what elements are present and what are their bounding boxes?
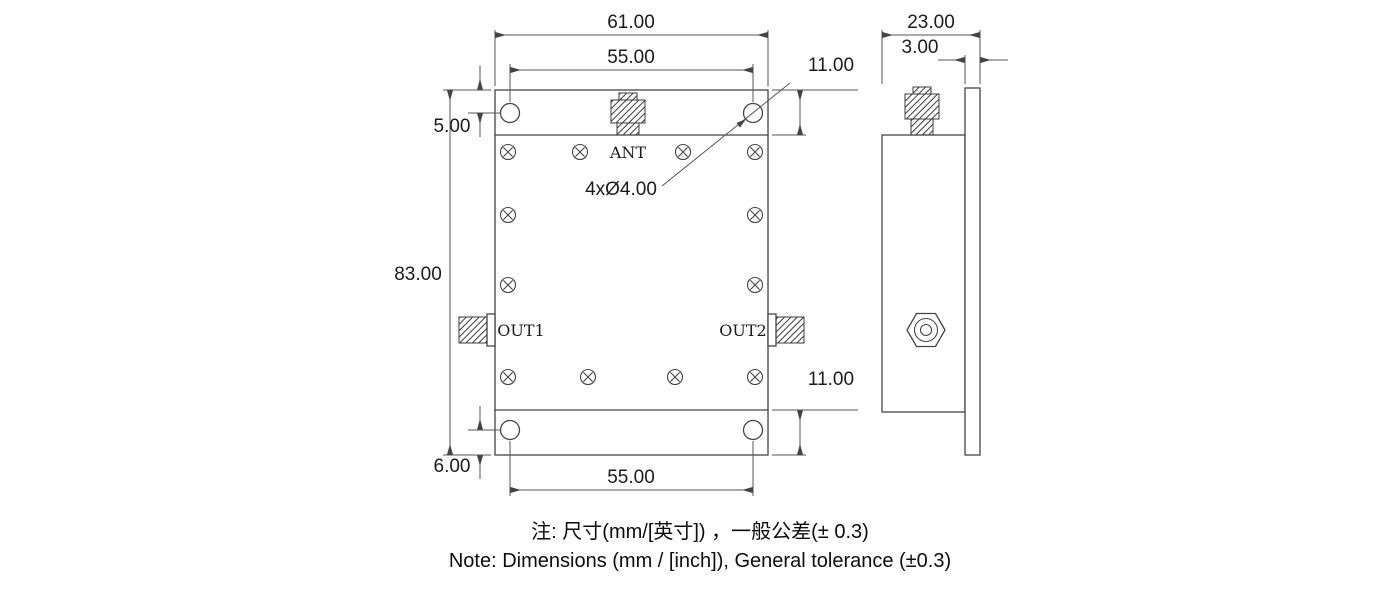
side-flange-plate [964,87,981,456]
dim-top-flange-height: 11.00 [808,55,854,76]
side-body-outline [881,134,966,413]
screw-icon [746,276,764,294]
out1-connector [458,313,496,347]
screw-icon [666,368,684,386]
screw-icon [746,143,764,161]
dim-hole-spacing-top: 55.00 [607,47,655,68]
side-top-connector [904,86,940,136]
dim-overall-depth: 23.00 [907,12,955,33]
screw-icon [499,368,517,386]
dim-hole-spacing-bottom: 55.00 [607,467,655,488]
dim-overall-height: 83.00 [394,264,442,285]
out2-connector [767,313,805,347]
screw-icon [746,206,764,224]
screw-icon [579,368,597,386]
screw-icon [499,143,517,161]
mount-hole-bottom-left [499,419,521,441]
out2-label: OUT2 [719,321,766,340]
dim-hole-offset-top: 5.00 [434,116,471,137]
dim-hole-offset-bottom: 6.00 [434,456,471,477]
screw-icon [674,143,692,161]
side-view [881,86,981,456]
front-view: ANT OUT1 OUT2 [458,89,805,456]
side-output-connector [906,312,946,348]
drawing-svg: ANT OUT1 OUT2 [394,12,1008,496]
screw-icon [746,368,764,386]
dim-bottom-flange-height: 11.00 [808,369,854,390]
front-body-outline [494,89,769,456]
out1-label: OUT1 [497,321,544,340]
dim-overall-width: 61.00 [607,12,655,33]
ant-connector [610,92,646,136]
dim-flange-thickness: 3.00 [902,37,939,58]
note-english: Note: Dimensions (mm / [inch]), General … [448,550,952,572]
screw-icon [499,206,517,224]
ant-label: ANT [609,143,647,162]
mount-hole-top-left [499,102,521,124]
note-chinese: 注: 尺寸(mm/[英寸]) ，一般公差(± 0.3) [531,521,869,543]
screw-icon [499,276,517,294]
dim-hole-callout: 4xØ4.00 [585,179,657,200]
screw-icon [571,143,589,161]
notes-block: 注: 尺寸(mm/[英寸]) ，一般公差(± 0.3) Note: Dimens… [0,518,1400,576]
dimensions: 61.00 55.00 11.00 5.00 83.00 4xØ4.00 11.… [394,12,1008,496]
mount-hole-bottom-right [742,419,764,441]
leader-arrowhead [736,119,746,128]
